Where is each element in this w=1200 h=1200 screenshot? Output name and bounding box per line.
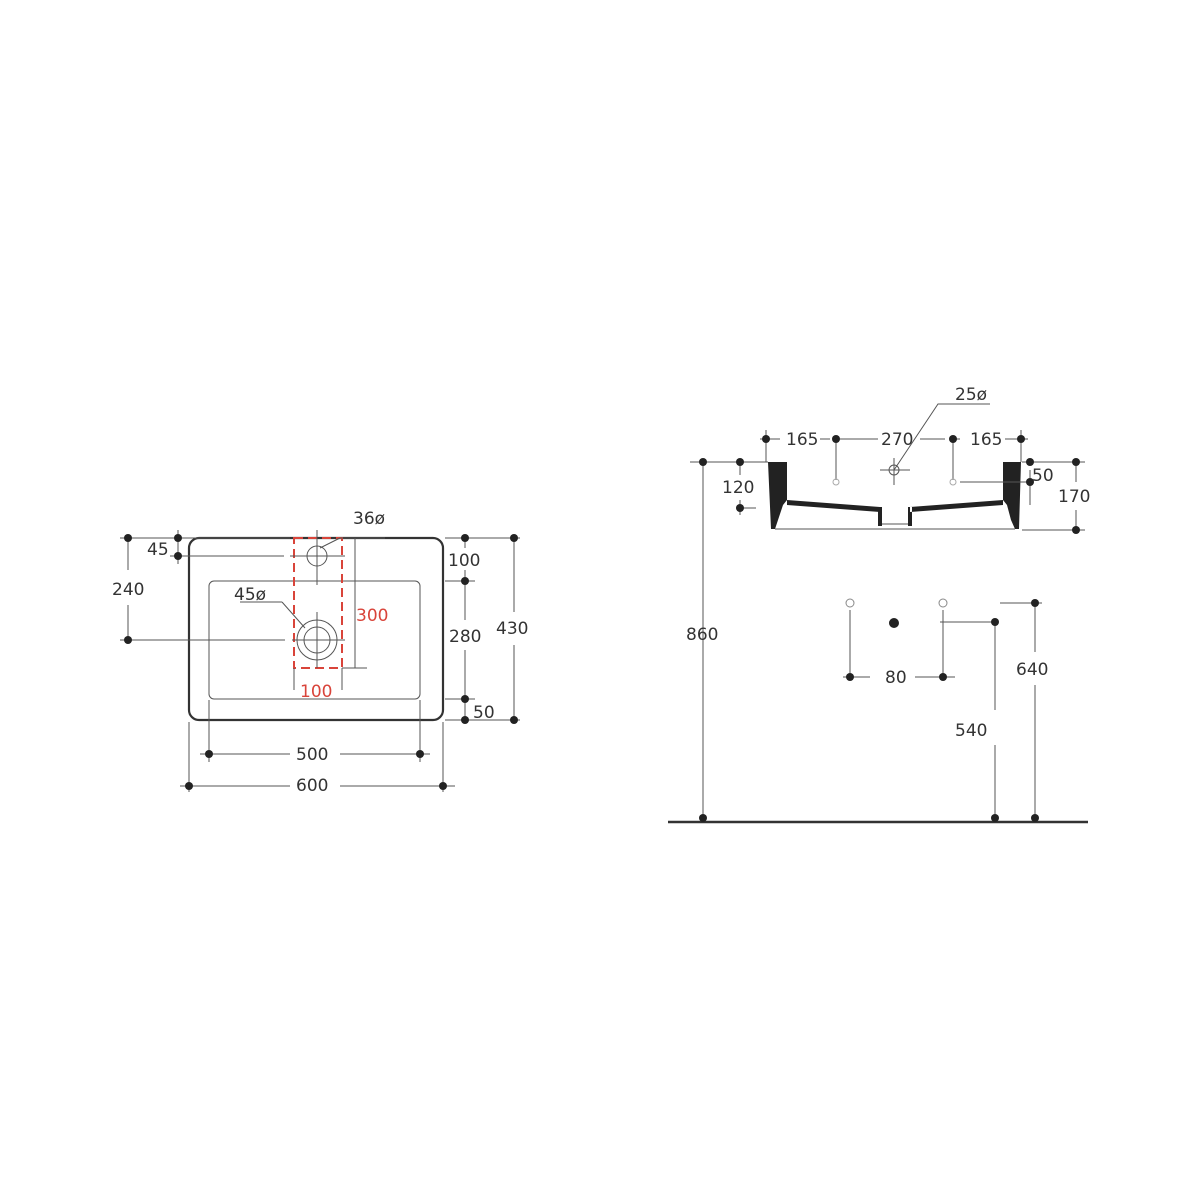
- dimension-dot: [1031, 814, 1039, 822]
- dimension-dot: [510, 534, 518, 542]
- dimension-dot: [174, 552, 182, 560]
- dimension-dot: [949, 435, 957, 443]
- dimension-dot: [174, 534, 182, 542]
- dim-50: 50: [1032, 466, 1054, 486]
- dim-25-dia: 25ø: [955, 385, 987, 405]
- dimension-dot: [1026, 458, 1034, 466]
- dim-540: 540: [955, 721, 987, 741]
- dim-280: 280: [449, 627, 481, 647]
- dimension-dot: [124, 534, 132, 542]
- dimension-dot: [510, 716, 518, 724]
- tap-hole-right: [938, 598, 948, 608]
- dimension-dot: [461, 695, 469, 703]
- dim-80: 80: [885, 668, 907, 688]
- dimension-dot: [416, 750, 424, 758]
- dim-300: 300: [356, 606, 388, 626]
- dimension-dot: [736, 504, 744, 512]
- dimension-dot: [991, 618, 999, 626]
- dim-430: 430: [496, 619, 528, 639]
- dimension-dot: [1031, 599, 1039, 607]
- dimension-dot: [185, 782, 193, 790]
- dimension-dot: [991, 814, 999, 822]
- dimension-dot: [461, 716, 469, 724]
- dim-45: 45: [147, 540, 169, 560]
- dimension-dot: [461, 534, 469, 542]
- dimension-dot: [1072, 526, 1080, 534]
- dimension-dot: [699, 458, 707, 466]
- dim-640: 640: [1016, 660, 1048, 680]
- dimension-dot: [762, 435, 770, 443]
- dim-100-red: 100: [300, 682, 332, 702]
- dim-270: 270: [881, 430, 913, 450]
- dim-500: 500: [296, 745, 328, 765]
- dim-170: 170: [1058, 487, 1090, 507]
- dim-36-dia: 36ø: [353, 509, 385, 529]
- dim-165-left: 165: [786, 430, 818, 450]
- dimension-dot: [1017, 435, 1025, 443]
- dimension-dot: [439, 782, 447, 790]
- dim-860: 860: [686, 625, 718, 645]
- dim-165-right: 165: [970, 430, 1002, 450]
- dimension-dot: [205, 750, 213, 758]
- dimension-dot: [699, 814, 707, 822]
- dimension-dot: [461, 577, 469, 585]
- plan-view: 45 240 36ø 45ø 300 100 100 280 430 50 50…: [112, 509, 528, 796]
- dim-45-dia: 45ø: [234, 585, 266, 605]
- dim-240: 240: [112, 580, 144, 600]
- dimension-dot: [1026, 478, 1034, 486]
- dimension-dot: [1072, 458, 1080, 466]
- section-view: 25ø 165 270 165 120 50 170 860 80 540 64…: [668, 385, 1090, 824]
- tap-zone: [293, 537, 343, 669]
- dim-120: 120: [722, 478, 754, 498]
- tap-hole-left: [845, 598, 855, 608]
- dimension-dot: [736, 458, 744, 466]
- dim-600: 600: [296, 776, 328, 796]
- dim-50: 50: [473, 703, 495, 723]
- dimension-dot: [846, 673, 854, 681]
- dimension-dot: [124, 636, 132, 644]
- waste-point: [889, 618, 899, 628]
- dimension-dot: [939, 673, 947, 681]
- dimension-dot: [832, 435, 840, 443]
- dim-100: 100: [448, 551, 480, 571]
